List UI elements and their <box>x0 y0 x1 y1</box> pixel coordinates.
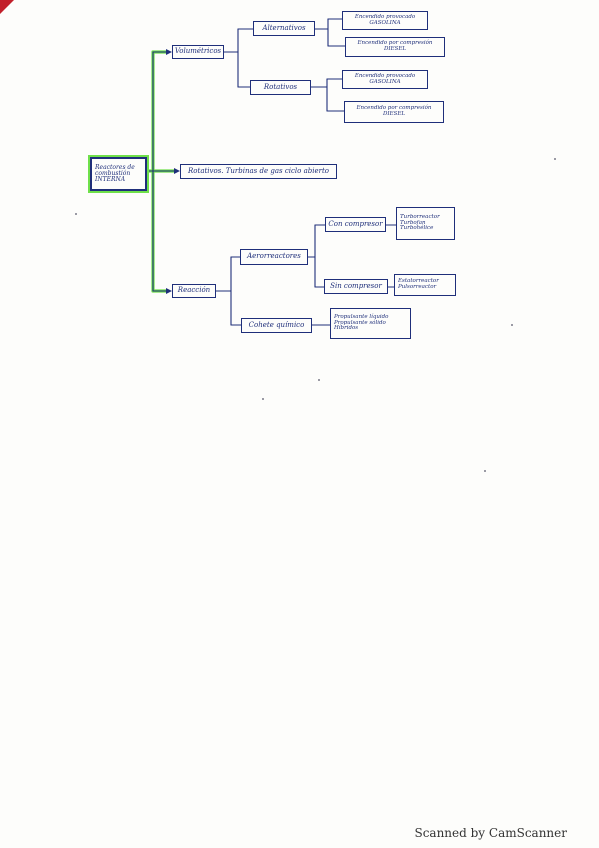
node-rotativos-label: Rotativos <box>263 82 298 91</box>
node-aerorreactores-label: Aerorreactores <box>247 252 301 261</box>
root-line-2: combustión <box>95 169 131 177</box>
leaf-rotativos-gasolina: Encendido provocado GASOLINA <box>342 70 428 89</box>
scan-speck <box>75 213 77 215</box>
scanner-watermark: Scanned by CamScanner <box>414 826 567 840</box>
node-sin-compresor: Sin compresor <box>324 279 388 294</box>
leaf-line-1: Propulsante líquido <box>334 313 389 320</box>
leaf-line-2: DIESEL <box>383 46 407 52</box>
node-turbinas-gas-label: Rotativos. Turbinas de gas ciclo abierto <box>188 166 329 175</box>
root-line-3: INTERNA <box>95 176 126 184</box>
node-cohete-quimico: Cohete químico <box>241 318 312 333</box>
leaf-line-3: Híbridos <box>334 325 359 332</box>
scan-speck <box>554 158 556 160</box>
leaf-alternativos-gasolina: Encendido provocado GASOLINA <box>342 11 428 30</box>
node-cohete-quimico-label: Cohete químico <box>248 320 305 329</box>
leaf-cohete-quimico: Propulsante líquido Propulsante sólido H… <box>330 308 411 339</box>
leaf-line-1: Encendido por compresión <box>357 40 433 47</box>
node-volumetricos-label: Volumétricos <box>174 47 222 56</box>
leaf-line-1: Encendido provocado <box>354 72 416 79</box>
leaf-sin-compresor: Estatorreactor Pulsorreactor <box>394 274 456 296</box>
leaf-con-compresor: Turborreactor Turbofan Turbohélice <box>396 207 455 240</box>
page-corner-mark <box>0 0 14 14</box>
node-con-compresor: Con compresor <box>325 217 386 232</box>
leaf-line-1: Turborreactor <box>400 213 440 220</box>
scan-speck <box>262 398 264 400</box>
node-reaccion-label: Reacción <box>177 286 211 295</box>
root-line-1: Reactores de <box>95 163 135 171</box>
scan-speck <box>484 470 486 472</box>
leaf-line-2: GASOLINA <box>369 19 401 26</box>
node-aerorreactores: Aerorreactores <box>240 249 308 265</box>
leaf-line-1: Encendido provocado <box>354 13 416 20</box>
leaf-line-2: Pulsorreactor <box>398 284 437 290</box>
node-alternativos: Alternativos <box>253 21 315 36</box>
node-con-compresor-label: Con compresor <box>328 219 383 228</box>
root-node: Reactores de combustión INTERNA <box>90 157 147 191</box>
leaf-rotativos-diesel: Encendido por compresión DIESEL <box>344 101 444 123</box>
scan-speck <box>511 324 513 326</box>
leaf-line-1: Encendido por compresión <box>356 105 432 112</box>
leaf-line-3: Turbohélice <box>400 225 434 232</box>
scan-speck <box>318 379 320 381</box>
node-rotativos: Rotativos <box>250 80 311 95</box>
node-sin-compresor-label: Sin compresor <box>330 281 382 290</box>
leaf-line-2: DIESEL <box>382 111 406 117</box>
leaf-line-1: Estatorreactor <box>398 278 439 285</box>
node-turbinas-gas: Rotativos. Turbinas de gas ciclo abierto <box>180 164 337 179</box>
node-volumetricos: Volumétricos <box>172 45 224 59</box>
node-reaccion: Reacción <box>172 284 216 298</box>
leaf-line-2: Turbofan <box>400 219 426 226</box>
node-alternativos-label: Alternativos <box>262 23 306 32</box>
leaf-line-2: Propulsante sólido <box>334 319 386 326</box>
leaf-alternativos-diesel: Encendido por compresión DIESEL <box>345 37 445 57</box>
leaf-line-2: GASOLINA <box>369 78 401 85</box>
